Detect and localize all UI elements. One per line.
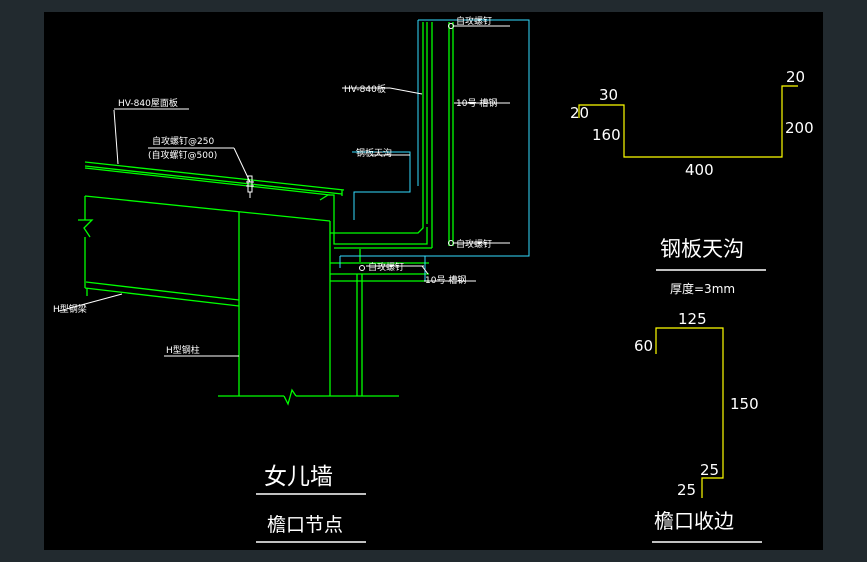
cad-drawing: HV-840屋面板 自攻螺钉@250 (自攻螺钉@500) HV-840板 自攻… [53, 15, 814, 543]
dim-gutter-right-lip: 20 [786, 68, 805, 86]
dim-trim-left-drop: 60 [634, 337, 653, 355]
roof-panel [84, 161, 345, 196]
leader-lines [58, 25, 510, 357]
cad-canvas: HV-840屋面板 自攻螺钉@250 (自攻螺钉@500) HV-840板 自攻… [44, 12, 823, 550]
label-screw-mid: 自攻螺钉 [456, 238, 492, 250]
dim-gutter-left-lip: 30 [599, 86, 618, 104]
dim-gutter-bottom: 400 [685, 161, 714, 179]
dim-gutter-left-lip-drop: 20 [570, 104, 589, 122]
wall-cladding-outline [339, 19, 530, 281]
title-parapet: 女儿墙 [264, 464, 333, 490]
eave-trim-shape [655, 327, 724, 498]
title-steel-gutter: 钢板天沟 [660, 237, 744, 261]
screw-icon-mid [448, 240, 454, 246]
label-hv840-roof-panel: HV-840屋面板 [118, 97, 178, 109]
gutter-profile-shape [578, 85, 798, 158]
dim-trim-top: 125 [678, 310, 707, 328]
label-channel-10-upper: 10号 槽钢 [456, 97, 497, 109]
dim-trim-bottom-lip: 25 [677, 481, 696, 499]
label-screw-top: 自攻螺钉 [456, 15, 492, 27]
label-h-column: H型钢柱 [166, 344, 200, 356]
label-screw-250: 自攻螺钉@250 [152, 135, 214, 147]
dim-trim-height: 150 [730, 395, 759, 413]
label-channel-10-lower: 10号 槽钢 [425, 274, 466, 286]
label-steel-gutter: 钢板天沟 [356, 147, 392, 159]
eave-node-detail: HV-840屋面板 自攻螺钉@250 (自攻螺钉@500) HV-840板 自攻… [53, 15, 530, 543]
h-beam-shape [78, 167, 331, 396]
label-screw-low: 自攻螺钉 [368, 261, 404, 273]
h-column-shape [218, 221, 399, 406]
screw-icon-top [448, 23, 454, 29]
dim-trim-bottom-return: 25 [700, 461, 719, 479]
gutter-and-parapet [319, 22, 454, 282]
title-eave-trim: 檐口收边 [654, 509, 734, 533]
label-screw-500: (自攻螺钉@500) [148, 149, 217, 161]
gutter-profile: 30 20 160 400 200 20 钢板天沟 厚度=3mm [570, 68, 814, 296]
label-h-beam: H型钢梁 [53, 303, 87, 315]
title-eave-node: 檐口节点 [267, 514, 343, 536]
dim-gutter-right-height: 200 [785, 119, 814, 137]
dim-gutter-left-height: 160 [592, 126, 621, 144]
eave-trim-profile: 125 60 150 25 25 檐口收边 [634, 310, 762, 543]
screw-icon-low [359, 265, 365, 271]
label-thickness: 厚度=3mm [670, 281, 735, 296]
label-hv840-wall-panel: HV-840板 [344, 83, 386, 95]
